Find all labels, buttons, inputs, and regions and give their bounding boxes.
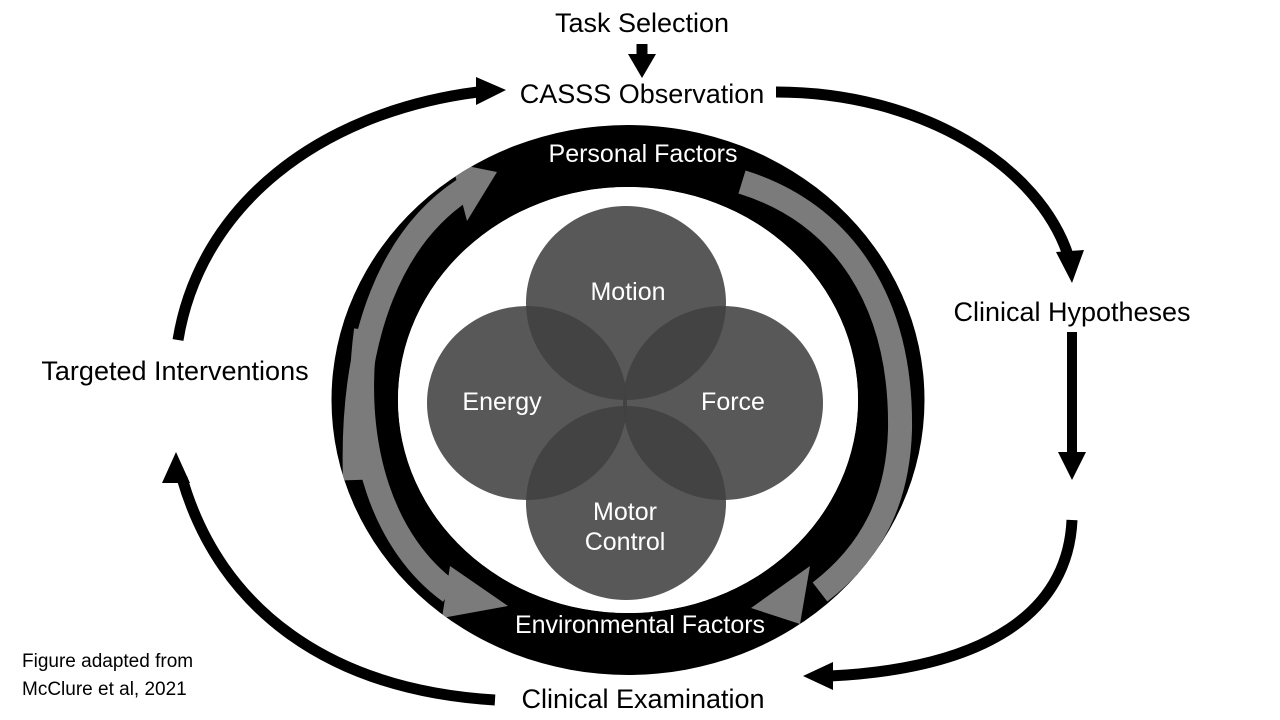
examination-to-interventions-left-arc xyxy=(162,452,496,706)
figure-credit: Figure adapted from McClure et al, 2021 xyxy=(22,651,194,700)
petal-energy xyxy=(427,306,627,500)
core-petals xyxy=(427,206,823,600)
petal-label-motor-control-line1: Motor xyxy=(593,498,657,526)
ring-arrow-bottom-left xyxy=(350,328,508,618)
examination-to-interventions-arc xyxy=(803,519,1078,690)
cycle-step-clinical-hypotheses[interactable]: Clinical Hypotheses xyxy=(953,297,1191,327)
cycle-step-clinical-examination[interactable]: Clinical Examination xyxy=(521,684,765,714)
entry-label-task-selection: Task Selection xyxy=(554,8,730,38)
cycle-step-targeted-interventions[interactable]: Targeted Interventions xyxy=(41,356,309,386)
petal-label-energy: Energy xyxy=(462,388,542,416)
observation-to-hypotheses-arc xyxy=(775,86,1084,283)
petal-label-motion: Motion xyxy=(590,278,666,306)
hypotheses-to-examination-arrow xyxy=(1058,332,1086,480)
petal-label-motor-control: Motor Control xyxy=(585,498,666,557)
petal-label-force: Force xyxy=(701,388,765,416)
task-selection-down-arrow xyxy=(628,44,656,78)
cycle-step-casss-observation[interactable]: CASSS Observation xyxy=(519,79,765,109)
ring-label-environmental-factors: Environmental Factors xyxy=(514,611,766,639)
petal-label-motor-control-line2: Control xyxy=(584,527,666,556)
interventions-to-observation-arc xyxy=(172,77,506,341)
ring-arrow-right xyxy=(738,170,913,624)
ring-label-personal-factors: Personal Factors xyxy=(548,140,738,168)
